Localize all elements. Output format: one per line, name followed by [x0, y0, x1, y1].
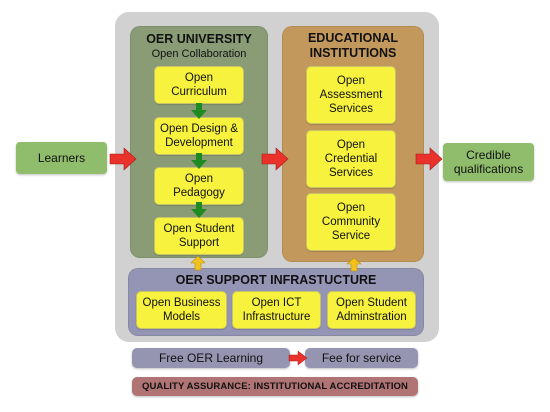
yellow-up-arrow-left: [190, 255, 206, 271]
green-down-arrow-2: [191, 153, 207, 169]
oer-university-title: OER UNIVERSITY: [146, 32, 252, 46]
open-student-administration-box: Open Student Adminstration: [327, 291, 416, 329]
open-community-service-box: Open Community Service: [306, 193, 396, 251]
open-business-models-box: Open Business Models: [136, 291, 227, 329]
yellow-up-arrow-right: [346, 257, 362, 272]
open-curriculum-box: Open Curriculum: [154, 66, 244, 104]
open-assessment-services-box: Open Assessment Services: [306, 66, 396, 124]
credible-qualifications-box: Credible qualifications: [443, 143, 534, 181]
educational-institutions-title: EDUCATIONAL INSTITUTIONS: [307, 31, 399, 60]
open-pedagogy-box: Open Pedagogy: [154, 167, 244, 205]
open-ict-infrastructure-box: Open ICT Infrastructure: [232, 291, 321, 329]
red-right-arrow-learners: [109, 147, 137, 171]
red-right-arrow-funding: [288, 350, 308, 366]
quality-assurance-bar: QUALITY ASSURANCE: INSTITUTIONAL ACCREDI…: [132, 377, 418, 396]
open-design-development-box: Open Design & Development: [154, 117, 244, 155]
open-collaboration-subtitle: Open Collaboration: [151, 48, 247, 60]
open-credential-services-box: Open Credential Services: [306, 130, 396, 188]
red-right-arrow-qualifications: [415, 147, 443, 171]
oer-support-infrastructure-title: OER SUPPORT INFRASTUCTURE: [175, 273, 377, 287]
red-right-arrow-middle: [261, 147, 289, 171]
green-down-arrow-1: [191, 103, 207, 119]
learners-box: Learners: [16, 142, 107, 174]
free-oer-learning-bar: Free OER Learning: [132, 348, 290, 368]
open-student-support-box: Open Student Support: [154, 217, 244, 255]
fee-for-service-bar: Fee for service: [305, 348, 418, 368]
green-down-arrow-3: [191, 202, 207, 218]
